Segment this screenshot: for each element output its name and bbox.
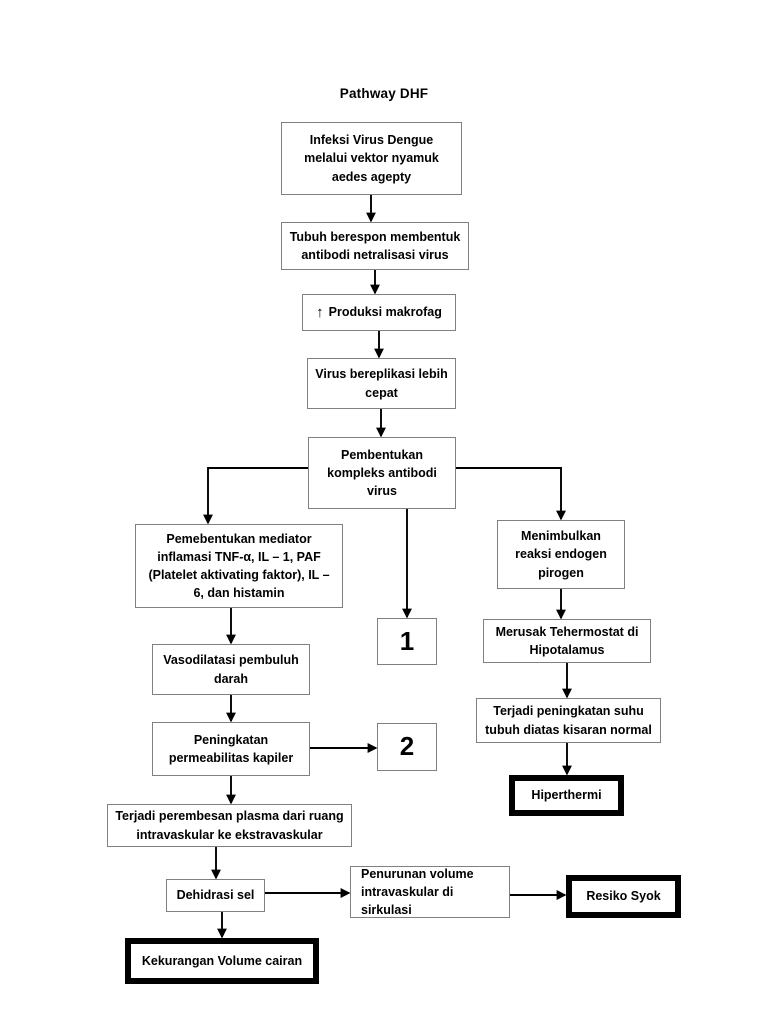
node-label: Produksi makrofag bbox=[328, 305, 442, 320]
node-kompleks[interactable]: Pembentukan kompleks antibodi virus bbox=[308, 437, 456, 509]
node-replikasi[interactable]: Virus bereplikasi lebih cepat bbox=[307, 358, 456, 409]
connector-kompleks-pirogen bbox=[456, 467, 566, 521]
node-label: Terjadi peningkatan suhu tubuh diatas ki… bbox=[485, 704, 652, 737]
node-label: Infeksi Virus Dengue melalui vektor nyam… bbox=[304, 133, 439, 184]
node-label: Tubuh berespon membentuk antibodi netral… bbox=[289, 229, 461, 262]
node-penurunan[interactable]: Penurunan volume intravaskular di sirkul… bbox=[350, 866, 510, 918]
node-mediator[interactable]: Pemebentukan mediator inflamasi TNF-α, I… bbox=[135, 524, 343, 608]
node-resiko[interactable]: Resiko Syok bbox=[566, 875, 681, 918]
node-marker2[interactable]: 2 bbox=[377, 723, 437, 771]
node-label: Pemebentukan mediator inflamasi TNF-α, I… bbox=[148, 531, 330, 601]
connector-kompleks-mediator bbox=[203, 467, 308, 525]
node-label: Kekurangan Volume cairan bbox=[141, 953, 303, 968]
node-antibodi[interactable]: Tubuh berespon membentuk antibodi netral… bbox=[281, 222, 469, 270]
node-permeabilitas[interactable]: Peningkatan permeabilitas kapiler bbox=[152, 722, 310, 776]
node-label: Hiperthermi bbox=[531, 788, 602, 803]
node-label: Penurunan volume intravaskular di sirkul… bbox=[361, 866, 474, 918]
node-pirogen[interactable]: Menimbulkan reaksi endogen pirogen bbox=[497, 520, 625, 589]
node-label: Dehidrasi sel bbox=[176, 888, 255, 903]
node-perembesan[interactable]: Terjadi perembesan plasma dari ruang int… bbox=[107, 804, 352, 847]
node-label: 1 bbox=[399, 625, 415, 656]
up-arrow-icon: ↑ bbox=[316, 304, 324, 321]
node-label: Menimbulkan reaksi endogen pirogen bbox=[515, 529, 607, 580]
node-makrofag[interactable]: ↑ Produksi makrofag bbox=[302, 294, 456, 331]
node-marker1[interactable]: 1 bbox=[377, 618, 437, 665]
node-label: Terjadi perembesan plasma dari ruang int… bbox=[115, 809, 344, 842]
page-title: Pathway DHF bbox=[339, 86, 429, 101]
node-infeksi[interactable]: Infeksi Virus Dengue melalui vektor nyam… bbox=[281, 122, 462, 195]
node-label: Virus bereplikasi lebih cepat bbox=[315, 367, 448, 400]
node-label: Peningkatan permeabilitas kapiler bbox=[168, 732, 294, 765]
node-suhu[interactable]: Terjadi peningkatan suhu tubuh diatas ki… bbox=[476, 698, 661, 743]
node-label: 2 bbox=[399, 731, 415, 762]
node-label: Resiko Syok bbox=[586, 889, 661, 904]
node-hipertermi[interactable]: Hiperthermi bbox=[509, 775, 624, 816]
node-label: Merusak Tehermostat di Hipotalamus bbox=[495, 624, 639, 657]
node-label: Pembentukan kompleks antibodi virus bbox=[327, 447, 437, 499]
node-termostat[interactable]: Merusak Tehermostat di Hipotalamus bbox=[483, 619, 651, 663]
node-vasodilatasi[interactable]: Vasodilatasi pembuluh darah bbox=[152, 644, 310, 695]
node-kekurangan[interactable]: Kekurangan Volume cairan bbox=[125, 938, 319, 984]
node-dehidrasi[interactable]: Dehidrasi sel bbox=[166, 879, 265, 912]
node-label: Vasodilatasi pembuluh darah bbox=[163, 653, 299, 686]
